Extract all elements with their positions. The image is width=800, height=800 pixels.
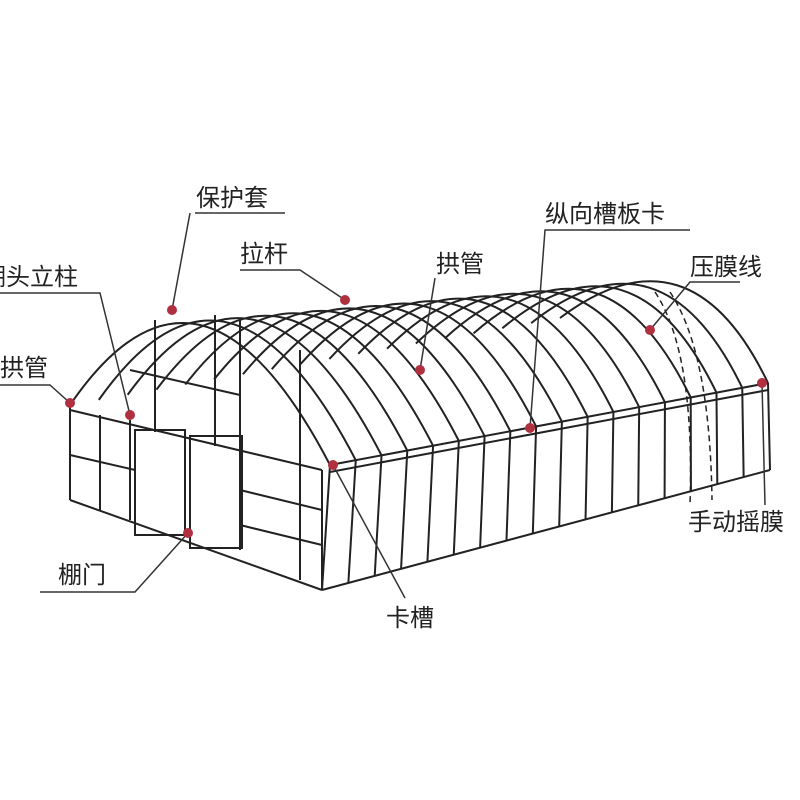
arch-pipe <box>386 295 615 413</box>
arch-pipe <box>98 319 357 461</box>
leader-lines <box>0 212 766 599</box>
base-line <box>321 469 771 591</box>
leader-shed-door <box>40 532 189 593</box>
side-post <box>715 392 719 485</box>
leader-arch-pipe-left <box>0 384 71 404</box>
marker-dot <box>65 398 75 408</box>
side-post <box>505 431 512 541</box>
arch-pipe <box>472 287 692 398</box>
marker-dot <box>757 378 767 388</box>
arch-pipe <box>69 321 331 466</box>
film-press-line <box>654 291 692 506</box>
side-post <box>637 407 641 506</box>
label-longitudinal-slot-clip: 纵向槽板卡 <box>545 200 665 228</box>
label-shed-door: 棚门 <box>58 561 106 589</box>
label-manual-film-roller: 手动摇膜 <box>688 508 784 536</box>
marker-dot <box>125 410 135 420</box>
arch-pipe <box>415 292 641 408</box>
side-post <box>584 416 589 520</box>
leader-film-press-line <box>649 281 740 331</box>
side-post <box>558 421 563 527</box>
label-clamp-slot: 卡槽 <box>386 604 434 632</box>
greenhouse-frame <box>69 280 771 591</box>
arch-pipe <box>530 282 744 389</box>
label-arch-pipe-top: 拱管 <box>436 250 484 278</box>
leader-protective-sleeve-pointer <box>171 212 191 311</box>
label-end-column: 棚头立柱 <box>0 263 78 291</box>
leader-arch-pipe-top <box>419 277 436 371</box>
marker-dot <box>525 423 535 433</box>
leader-longitudinal-slot-clip <box>529 229 690 429</box>
label-arch-pipe-left: 拱管 <box>0 354 48 382</box>
slot-line <box>329 389 769 473</box>
side-post <box>479 436 486 548</box>
leader-manual-film-roller <box>761 382 766 506</box>
leader-end-column <box>0 292 131 416</box>
leader-tie-rod <box>240 269 346 301</box>
arch-pipe <box>357 297 589 418</box>
marker-dot <box>415 365 425 375</box>
label-tie-rod: 拉杆 <box>240 240 288 268</box>
end-crossbar <box>69 454 136 471</box>
marker-dot <box>340 295 350 305</box>
marker-dot <box>645 325 655 335</box>
end-crossbar <box>239 489 323 511</box>
marker-dot <box>167 305 177 315</box>
side-post <box>373 455 383 576</box>
leader-clamp-slot <box>332 464 406 599</box>
side-post <box>452 440 460 555</box>
arch-pipe <box>501 285 718 394</box>
side-post <box>400 450 409 569</box>
marker-dots <box>65 295 767 538</box>
side-post <box>426 445 435 562</box>
end-crossbar <box>239 524 323 546</box>
door-right <box>189 435 243 549</box>
marker-dot <box>328 460 338 470</box>
side-post <box>610 411 615 513</box>
side-post <box>347 460 357 584</box>
marker-dot <box>183 528 193 538</box>
arch-pipe <box>444 290 666 403</box>
front-base <box>69 499 323 591</box>
side-post <box>767 382 771 471</box>
label-protective-sleeve: 保护套 <box>196 184 268 212</box>
arch-pipe <box>559 280 769 384</box>
end-crossbar <box>129 369 241 396</box>
arch-pipe <box>126 317 383 456</box>
side-post <box>321 464 331 591</box>
eave-line <box>329 382 769 466</box>
side-post <box>741 387 745 478</box>
front-eave <box>69 409 323 471</box>
label-film-press-line: 压膜线 <box>690 253 762 281</box>
side-post <box>531 426 538 534</box>
door-left <box>134 429 186 536</box>
